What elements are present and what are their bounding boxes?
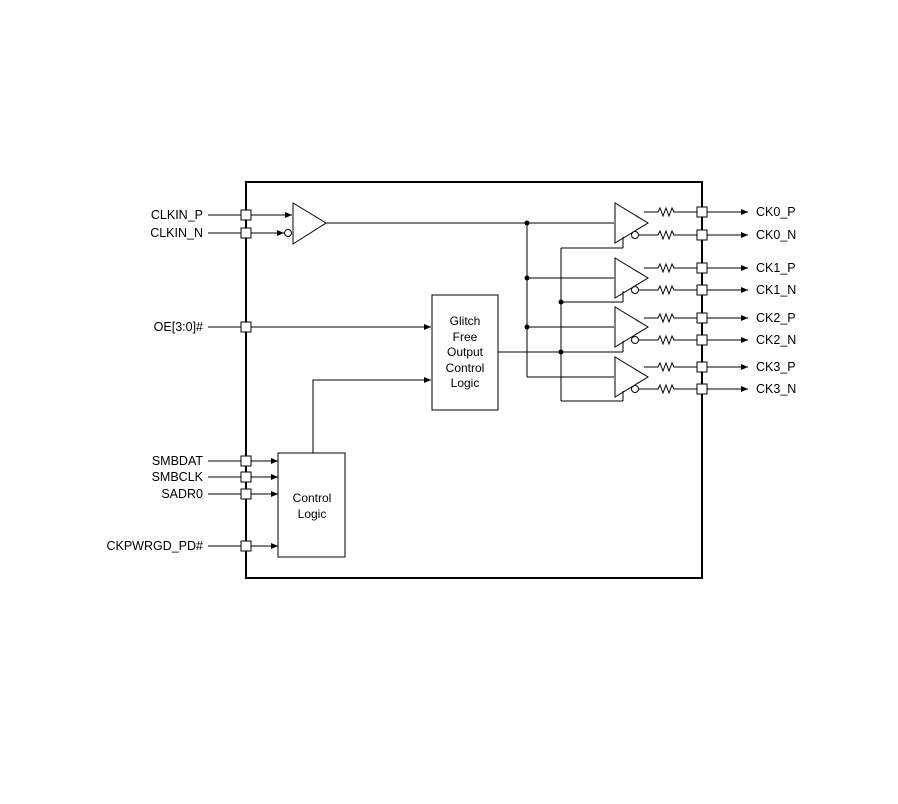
glitch-block-line-1: Glitch [450, 314, 481, 328]
label-smbdat: SMBDAT [152, 454, 204, 468]
control-block-line-2: Logic [298, 507, 327, 521]
glitch-block-line-3: Output [447, 345, 484, 359]
label-clkin-p: CLKIN_P [151, 208, 203, 222]
label-sadr0: SADR0 [161, 487, 203, 501]
output-trace-ck3-n [639, 383, 748, 395]
glitch-block-line-2: Free [453, 330, 478, 344]
input-inverter-bubble [284, 229, 292, 237]
label-ckpwrgd: CKPWRGD_PD# [106, 539, 203, 553]
label-ck2-p: CK2_P [756, 311, 796, 325]
junction-dot [524, 324, 530, 330]
pin-smbclk [240, 471, 252, 483]
output-trace-ck3-p [644, 361, 748, 373]
output-buffer-3 [614, 356, 649, 398]
output-buffer-1 [614, 257, 649, 299]
pin-sadr0 [240, 488, 252, 500]
label-ck1-p: CK1_P [756, 261, 796, 275]
junction-dot [524, 220, 530, 226]
junction-dot [558, 349, 564, 355]
output-trace-ck2-n [639, 334, 748, 346]
pin-ck1-p [696, 262, 708, 274]
label-ck1-n: CK1_N [756, 283, 796, 297]
label-ck0-p: CK0_P [756, 205, 796, 219]
pin-ck0-n [696, 229, 708, 241]
pin-ck3-p [696, 361, 708, 373]
control-block-line-1: Control [293, 491, 332, 505]
pin-clkin-n [240, 227, 252, 239]
control-logic-block [277, 452, 346, 558]
label-clkin-n: CLKIN_N [150, 226, 203, 240]
output-bubble-3 [631, 385, 639, 393]
junction-dot [558, 299, 564, 305]
output-trace-ck1-n [639, 284, 748, 296]
output-trace-ck1-p [644, 262, 748, 274]
output-bubble-0 [631, 231, 639, 239]
input-buffer [292, 202, 327, 245]
chip-outline [245, 181, 703, 579]
glitch-block-line-5: Logic [451, 376, 480, 390]
output-bubble-2 [631, 336, 639, 344]
pin-ck2-p [696, 312, 708, 324]
label-ck0-n: CK0_N [756, 228, 796, 242]
label-ck3-p: CK3_P [756, 360, 796, 374]
label-oe: OE[3:0]# [154, 320, 203, 334]
output-trace-ck0-n [639, 229, 748, 241]
output-trace-ck2-p [644, 312, 748, 324]
pin-ck1-n [696, 284, 708, 296]
pin-ck2-n [696, 334, 708, 346]
pin-oe [240, 321, 252, 333]
label-ck2-n: CK2_N [756, 333, 796, 347]
output-buffer-2 [614, 306, 649, 348]
pin-ck0-p [696, 206, 708, 218]
output-bubble-1 [631, 286, 639, 294]
label-smbclk: SMBCLK [152, 470, 204, 484]
output-buffer-0 [614, 202, 649, 244]
glitch-block-line-4: Control [446, 361, 485, 375]
pin-ck3-n [696, 383, 708, 395]
label-ck3-n: CK3_N [756, 382, 796, 396]
output-trace-ck0-p [644, 206, 748, 218]
pin-clkin-p [240, 209, 252, 221]
control-to-glitch-line [312, 377, 431, 453]
pin-ckpwrgd [240, 540, 252, 552]
junction-dot [524, 275, 530, 281]
pin-smbdat [240, 455, 252, 467]
